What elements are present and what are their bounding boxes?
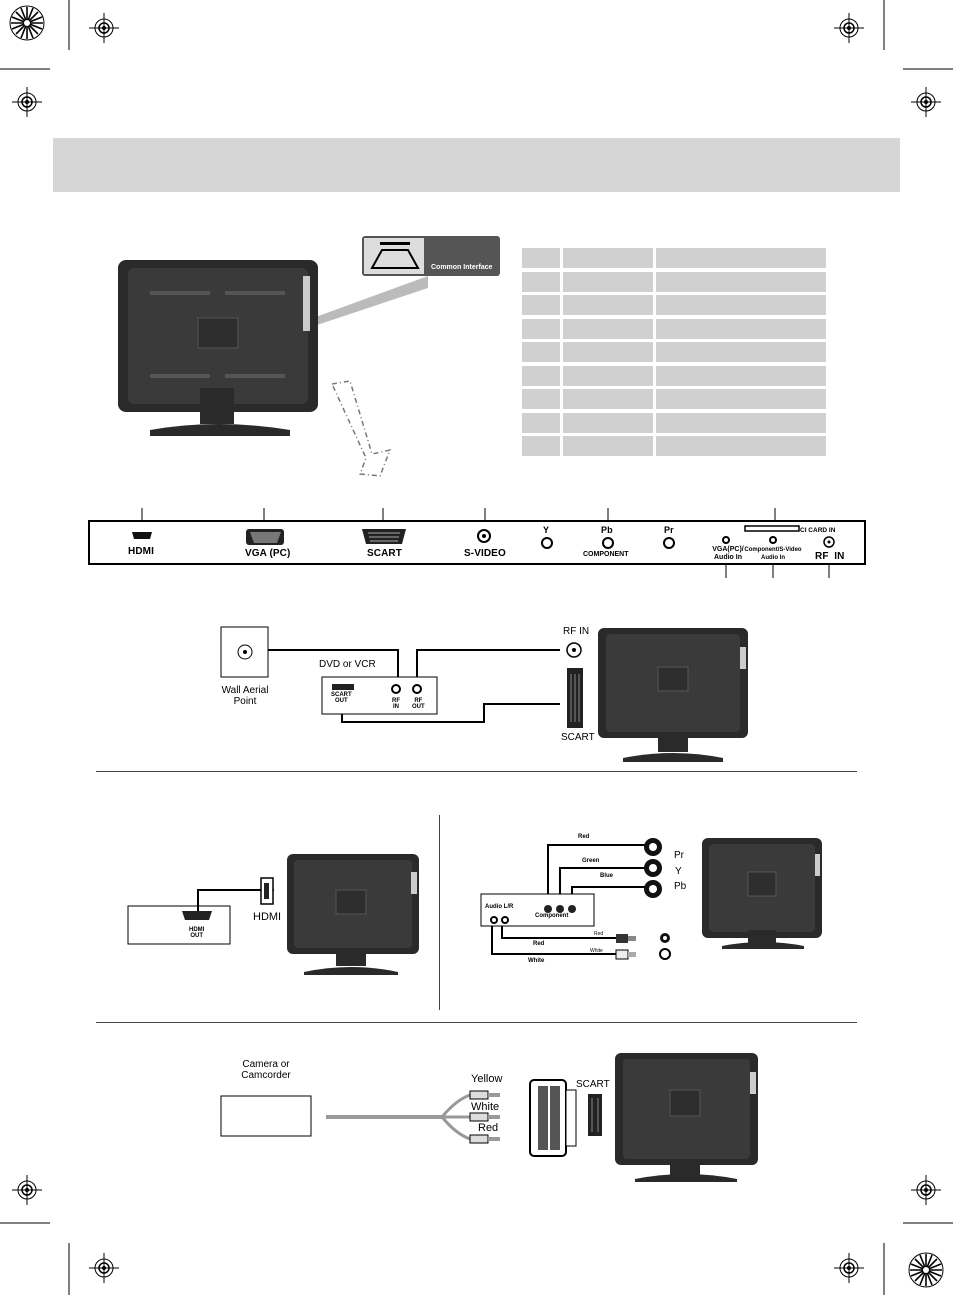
comp-blue-label: Blue <box>600 873 614 879</box>
scart-out-line2: OUT <box>335 698 348 704</box>
panel-y-label: Y <box>543 525 550 535</box>
component-audio-port-icon <box>769 536 777 544</box>
panel-rf-label: RF IN <box>815 551 845 562</box>
panel-vga-label: VGA (PC) <box>245 548 291 559</box>
camera-line2: Camcorder <box>241 1070 291 1081</box>
y-port-icon <box>541 537 553 549</box>
table-row <box>522 389 826 409</box>
camera-label: Camera or Camcorder <box>235 1059 297 1081</box>
comp-plug-red-label: Red <box>594 931 604 937</box>
camera-line1: Camera or <box>242 1059 290 1070</box>
table-row <box>522 436 826 456</box>
table-row <box>522 412 826 433</box>
table-row <box>522 295 826 315</box>
camera-red-label: Red <box>478 1122 499 1134</box>
pb-port-icon <box>602 537 614 549</box>
panel-vga-audio-line1: VGA(PC)/ <box>712 546 744 553</box>
comp-component-label: Component <box>535 913 569 919</box>
panel-ci-card-label: CI CARD IN <box>800 527 836 534</box>
connector-table <box>522 248 826 460</box>
aerial-connection-diagram <box>220 626 748 762</box>
ci-slot-label: Common Interface <box>431 264 493 271</box>
vcr-rf-in-line2: IN <box>393 704 399 710</box>
component-connection-diagram <box>480 838 822 960</box>
camera-yellow-label: Yellow <box>471 1073 503 1085</box>
vcr-rf-out-line2: OUT <box>412 704 425 710</box>
comp-pr-label: Pr <box>674 850 684 861</box>
scart-out-line1: SCART <box>331 692 352 698</box>
vcr-rf-out-line1: RF <box>414 698 423 704</box>
panel-hdmi-label: HDMI <box>128 546 154 557</box>
wall-aerial-line2: Point <box>233 696 257 707</box>
hdmi-connection-diagram <box>127 854 419 975</box>
vcr-rf-out-label: RF OUT <box>412 698 425 710</box>
panel-component-label: COMPONENT <box>583 551 629 558</box>
section-divider <box>96 771 857 772</box>
tv-back-view <box>118 236 500 477</box>
comp-red-label: Red <box>578 834 590 840</box>
table-row <box>522 365 826 386</box>
scart-out-label: SCART OUT <box>331 692 352 704</box>
tv-rf-in-label: RF IN <box>563 626 590 637</box>
tv-scart-label: SCART <box>561 732 595 743</box>
comp-y-label: Y <box>675 866 682 877</box>
panel-component-audio-line2: Audio In <box>761 555 785 561</box>
comp-plug-white-label: White <box>590 948 603 954</box>
camera-scart-label: SCART <box>576 1079 610 1090</box>
panel-svideo-label: S-VIDEO <box>464 548 506 559</box>
panel-scart-label: SCART <box>367 548 402 559</box>
panel-vga-audio-label: VGA(PC)/ Audio In <box>708 546 748 562</box>
table-row <box>522 342 826 362</box>
panel-component-audio-line1: Component/S-Video <box>744 547 802 553</box>
comp-white-audio-label: White <box>528 958 545 964</box>
ci-card-slot-icon <box>744 525 800 532</box>
hdmi-out-line2: OUT <box>190 933 203 939</box>
connector-panel <box>88 508 866 578</box>
comp-pb-label: Pb <box>674 881 687 892</box>
panel-component-audio-label: Component/S-Video Audio In <box>743 546 803 562</box>
comp-green-label: Green <box>582 858 600 864</box>
camera-connection-diagram <box>220 1053 758 1182</box>
tv-hdmi-label: HDMI <box>253 911 282 923</box>
panel-pb-label: Pb <box>601 525 613 535</box>
dvd-vcr-label: DVD or VCR <box>319 659 376 670</box>
vertical-divider <box>439 815 440 1010</box>
comp-audio-label: Audio L/R <box>485 904 514 910</box>
hdmi-out-label: HDMI OUT <box>189 927 204 939</box>
hdmi-port-icon <box>132 532 152 539</box>
wall-aerial-line1: Wall Aerial <box>221 685 269 696</box>
wall-aerial-label: Wall Aerial Point <box>219 685 271 707</box>
hdmi-out-line1: HDMI <box>189 927 205 933</box>
panel-vga-audio-line2: Audio In <box>714 554 742 561</box>
vcr-rf-in-line1: RF <box>392 698 400 704</box>
vcr-rf-in-label: RF IN <box>392 698 400 710</box>
panel-pr-label: Pr <box>664 525 674 535</box>
comp-red-audio-label: Red <box>533 941 545 947</box>
table-row <box>522 248 826 268</box>
pr-port-icon <box>663 537 675 549</box>
section-divider <box>96 1022 857 1023</box>
table-row <box>522 318 826 339</box>
vga-audio-port-icon <box>722 536 730 544</box>
camera-white-label: White <box>471 1101 500 1113</box>
table-row <box>522 271 826 292</box>
section-header-bar <box>53 138 900 192</box>
